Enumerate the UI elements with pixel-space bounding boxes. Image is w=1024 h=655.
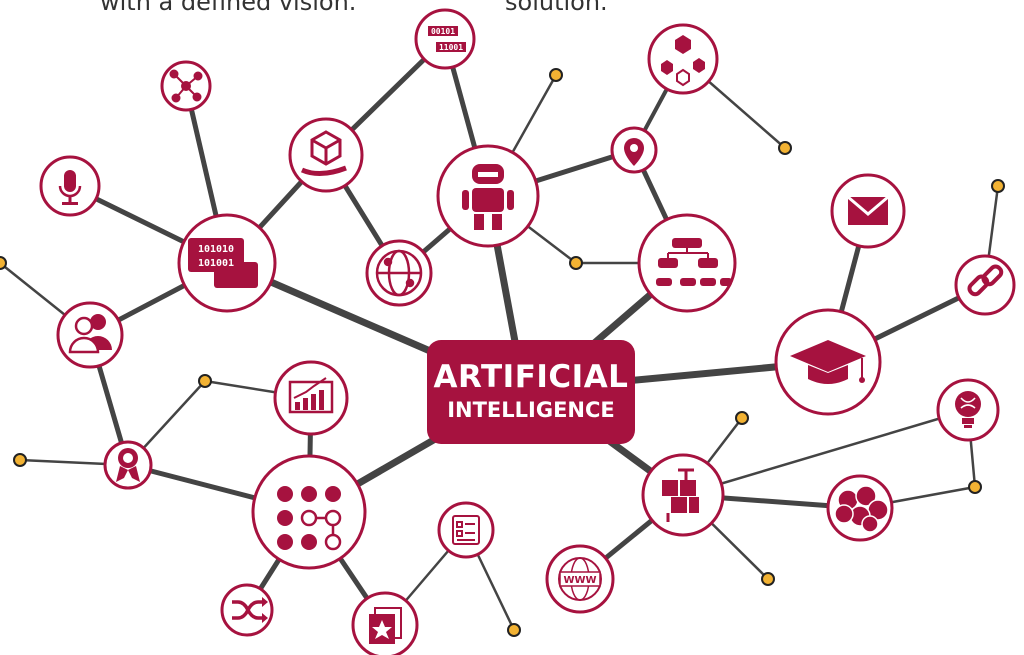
clustered-circles-icon — [834, 485, 889, 533]
endpoint-dot — [569, 256, 583, 270]
data-stream-icon: 00101 11001 — [428, 26, 466, 52]
endpoint-dot — [761, 572, 775, 586]
endpoint-dot — [778, 141, 792, 155]
neural-grid-icon — [277, 486, 342, 551]
endpoint-dot — [991, 179, 1005, 193]
endpoint-dot — [549, 68, 563, 82]
endpoint-dots — [0, 68, 1005, 637]
endpoint-dot — [968, 480, 982, 494]
shuffle-icon — [232, 597, 268, 623]
link-icon — [967, 264, 1004, 297]
endpoint-dot — [13, 453, 27, 467]
growth-chart-icon — [288, 377, 334, 414]
node-users-icon — [56, 301, 124, 369]
network-icon — [169, 69, 203, 103]
node-checklist-icon — [437, 501, 495, 559]
microphone-icon — [58, 170, 82, 205]
icon-glyphs: 00101 11001 — [58, 26, 1004, 644]
globe-network-icon — [375, 249, 423, 297]
endpoint-dot — [507, 623, 521, 637]
email-icon — [847, 195, 889, 225]
endpoint-dot — [0, 256, 7, 270]
checklist-icon — [452, 515, 480, 545]
data-stream-label-2: 11001 — [439, 43, 463, 52]
node-molecule-icon — [647, 23, 719, 95]
binary-chat-line-2: 101001 — [198, 258, 234, 269]
data-stream-label-1: 00101 — [431, 27, 455, 36]
center-title-line-1: ARTIFICIAL — [433, 359, 629, 395]
endpoint-dot — [735, 411, 749, 425]
node-data-stream-icon — [414, 8, 476, 70]
robot-icon — [462, 164, 514, 230]
graduation-cap-icon — [790, 340, 866, 384]
award-icon — [116, 448, 140, 482]
header-text-right: solution. — [505, 0, 608, 16]
users-icon — [68, 314, 112, 354]
www-globe-icon: WWW — [558, 557, 602, 601]
molecule-icon — [661, 35, 705, 87]
location-pin-icon — [624, 138, 644, 166]
flowchart-icon — [656, 238, 732, 286]
central-node: ARTIFICIAL INTELLIGENCE — [427, 340, 635, 444]
star-document-icon — [369, 607, 402, 644]
binary-chat-line-1: 101010 — [198, 244, 234, 255]
node-circles — [39, 8, 1016, 655]
center-title-line-2: INTELLIGENCE — [447, 398, 615, 422]
header-text-left: with a defined vision. — [100, 0, 357, 16]
www-label: WWW — [563, 575, 596, 586]
brain-bulb-icon — [955, 391, 981, 428]
node-flowchart-icon — [637, 213, 737, 313]
endpoint-dot — [198, 374, 212, 388]
cubes-icon — [662, 468, 699, 522]
binary-chat-icon: 101010 101001 — [188, 238, 258, 288]
hand-box-icon — [300, 130, 347, 176]
